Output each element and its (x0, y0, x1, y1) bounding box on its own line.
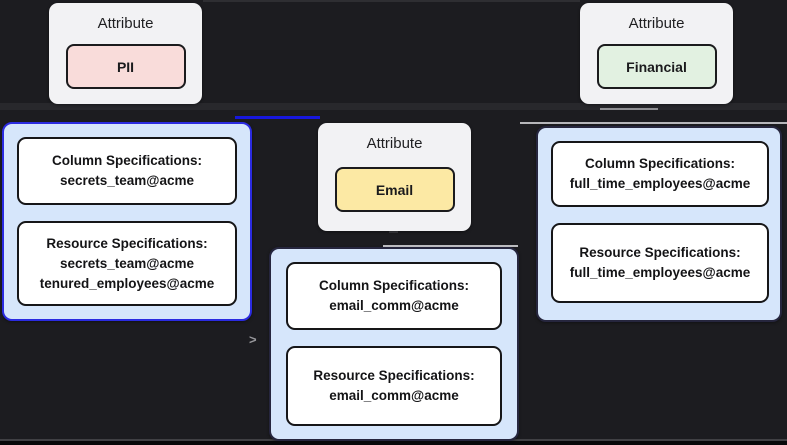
attribute-node-pii[interactable]: Attribute PII (49, 3, 202, 104)
background-top-line (203, 0, 580, 2)
resource-specifications-box[interactable]: Resource Specifications: email_comm@acme (286, 346, 502, 426)
background-artifact-line (600, 108, 658, 110)
attribute-node-title: Attribute (366, 135, 423, 152)
background-artifact-line (520, 122, 787, 124)
resource-spec-value: full_time_employees@acme (569, 265, 751, 280)
attribute-tag-email[interactable]: Email (334, 167, 455, 212)
attribute-tag-financial[interactable]: Financial (596, 44, 717, 89)
resource-spec-header: Resource Specifications: (46, 235, 208, 251)
column-spec-value: email_comm@acme (329, 298, 459, 313)
column-spec-value: secrets_team@acme (59, 173, 194, 188)
edge-connector-line (235, 116, 320, 119)
column-spec-header: Column Specifications: (584, 156, 736, 171)
node-port-stub (389, 230, 398, 233)
spec-group-financial[interactable]: Column Specifications: full_time_employe… (536, 126, 782, 322)
resource-spec-value: tenured_employees@acme (39, 275, 215, 291)
attribute-node-email[interactable]: Attribute Email (318, 123, 471, 231)
attribute-node-title: Attribute (628, 15, 685, 32)
resource-spec-value: secrets_team@acme (59, 255, 194, 271)
resource-spec-header: Resource Specifications: (313, 368, 475, 383)
column-spec-header: Column Specifications: (51, 153, 203, 168)
attribute-node-financial[interactable]: Attribute Financial (580, 3, 733, 104)
attribute-tag-pii[interactable]: PII (65, 44, 186, 89)
edge-arrowhead-icon: > (249, 332, 257, 347)
column-spec-header: Column Specifications: (318, 278, 470, 293)
resource-specifications-box[interactable]: Resource Specifications: secrets_team@ac… (17, 221, 237, 306)
spec-group-pii[interactable]: Column Specifications: secrets_team@acme… (2, 122, 252, 321)
column-specifications-box[interactable]: Column Specifications: secrets_team@acme (17, 137, 237, 205)
attribute-node-title: Attribute (97, 15, 154, 32)
resource-spec-header: Resource Specifications: (579, 245, 741, 260)
column-specifications-box[interactable]: Column Specifications: full_time_employe… (551, 141, 769, 207)
resource-spec-value: email_comm@acme (329, 388, 459, 403)
column-spec-value: full_time_employees@acme (569, 176, 751, 191)
background-band (0, 103, 787, 110)
background-artifact-line (383, 245, 518, 247)
column-specifications-box[interactable]: Column Specifications: email_comm@acme (286, 262, 502, 330)
resource-specifications-box[interactable]: Resource Specifications: full_time_emplo… (551, 223, 769, 303)
background-bottom-band (0, 441, 787, 445)
spec-group-email[interactable]: Column Specifications: email_comm@acme R… (269, 247, 519, 441)
